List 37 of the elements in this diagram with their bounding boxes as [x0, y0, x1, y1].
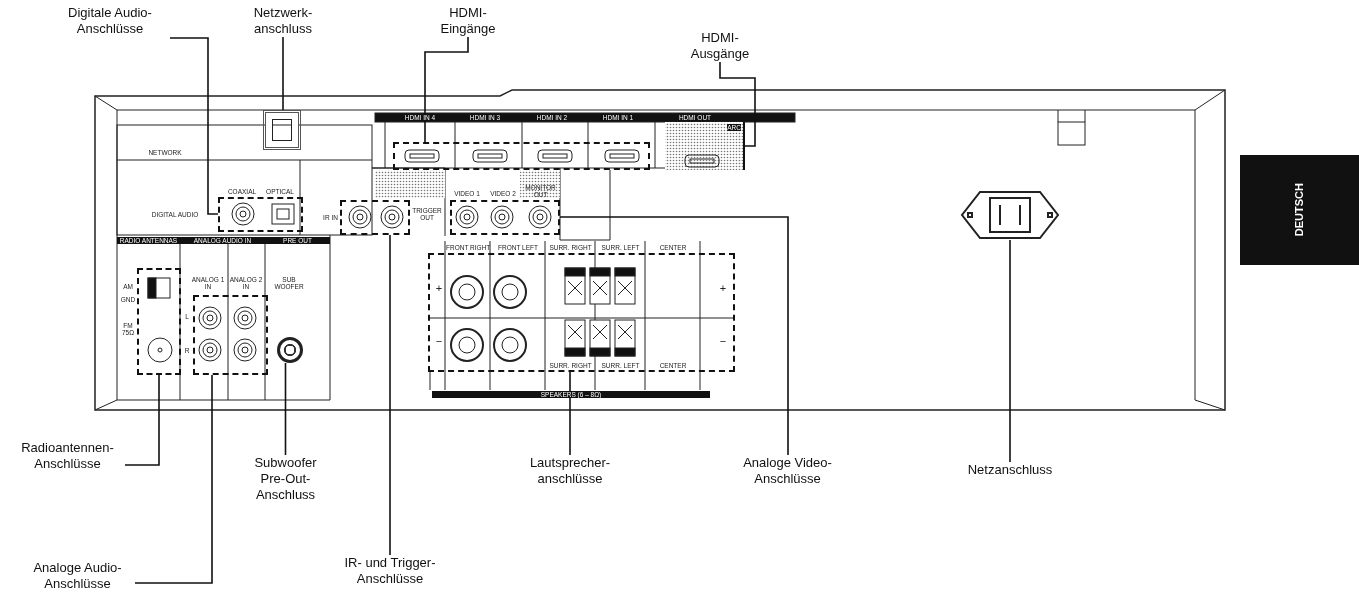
dashed-outline [218, 197, 303, 232]
leader-line [569, 371, 571, 456]
leader-line [719, 61, 756, 147]
callout-label: Digitale Audio-Anschlüsse [50, 5, 170, 37]
dashed-outline [193, 295, 268, 375]
callout-label: Analoge Video-Anschlüsse [730, 455, 845, 487]
callout-label: Netzwerk- anschluss [243, 5, 323, 37]
callout-label: IR- und Trigger- Anschlüsse [335, 555, 445, 587]
dashed-outline [450, 200, 560, 235]
power-inlet [960, 190, 1060, 240]
leader-line [559, 216, 789, 456]
leader-line [389, 234, 391, 556]
leader-line [424, 36, 469, 143]
leader-line [282, 36, 284, 111]
leader-line [1009, 239, 1011, 463]
callout-label: Radioantennen- Anschlüsse [10, 440, 125, 472]
panel-label: + [434, 285, 444, 292]
dashed-outline [137, 268, 181, 375]
network-jack [263, 110, 301, 150]
panel-label: + [718, 285, 728, 292]
callout-label: Lautsprecher- anschlüsse [522, 455, 618, 487]
language-tab: DEUTSCH [1240, 155, 1359, 265]
callout-label: HDMI- Eingänge [433, 5, 503, 37]
leader-line [284, 362, 287, 456]
callout-label: HDMI- Ausgänge [685, 30, 755, 62]
panel-label: − [434, 338, 444, 345]
panel-label: − [718, 338, 728, 345]
callout-label: Subwoofer Pre-Out- Anschluss [248, 455, 323, 503]
rca-jack [277, 337, 303, 363]
callout-label: Analoge Audio-Anschlüsse [20, 560, 135, 592]
callout-label: Netzanschluss [955, 462, 1065, 478]
dashed-outline [393, 142, 650, 170]
leader-line [134, 374, 213, 584]
leader-line [124, 374, 160, 466]
leader-line [169, 37, 219, 215]
dashed-outline [340, 200, 410, 235]
dashed-outline [428, 253, 735, 372]
